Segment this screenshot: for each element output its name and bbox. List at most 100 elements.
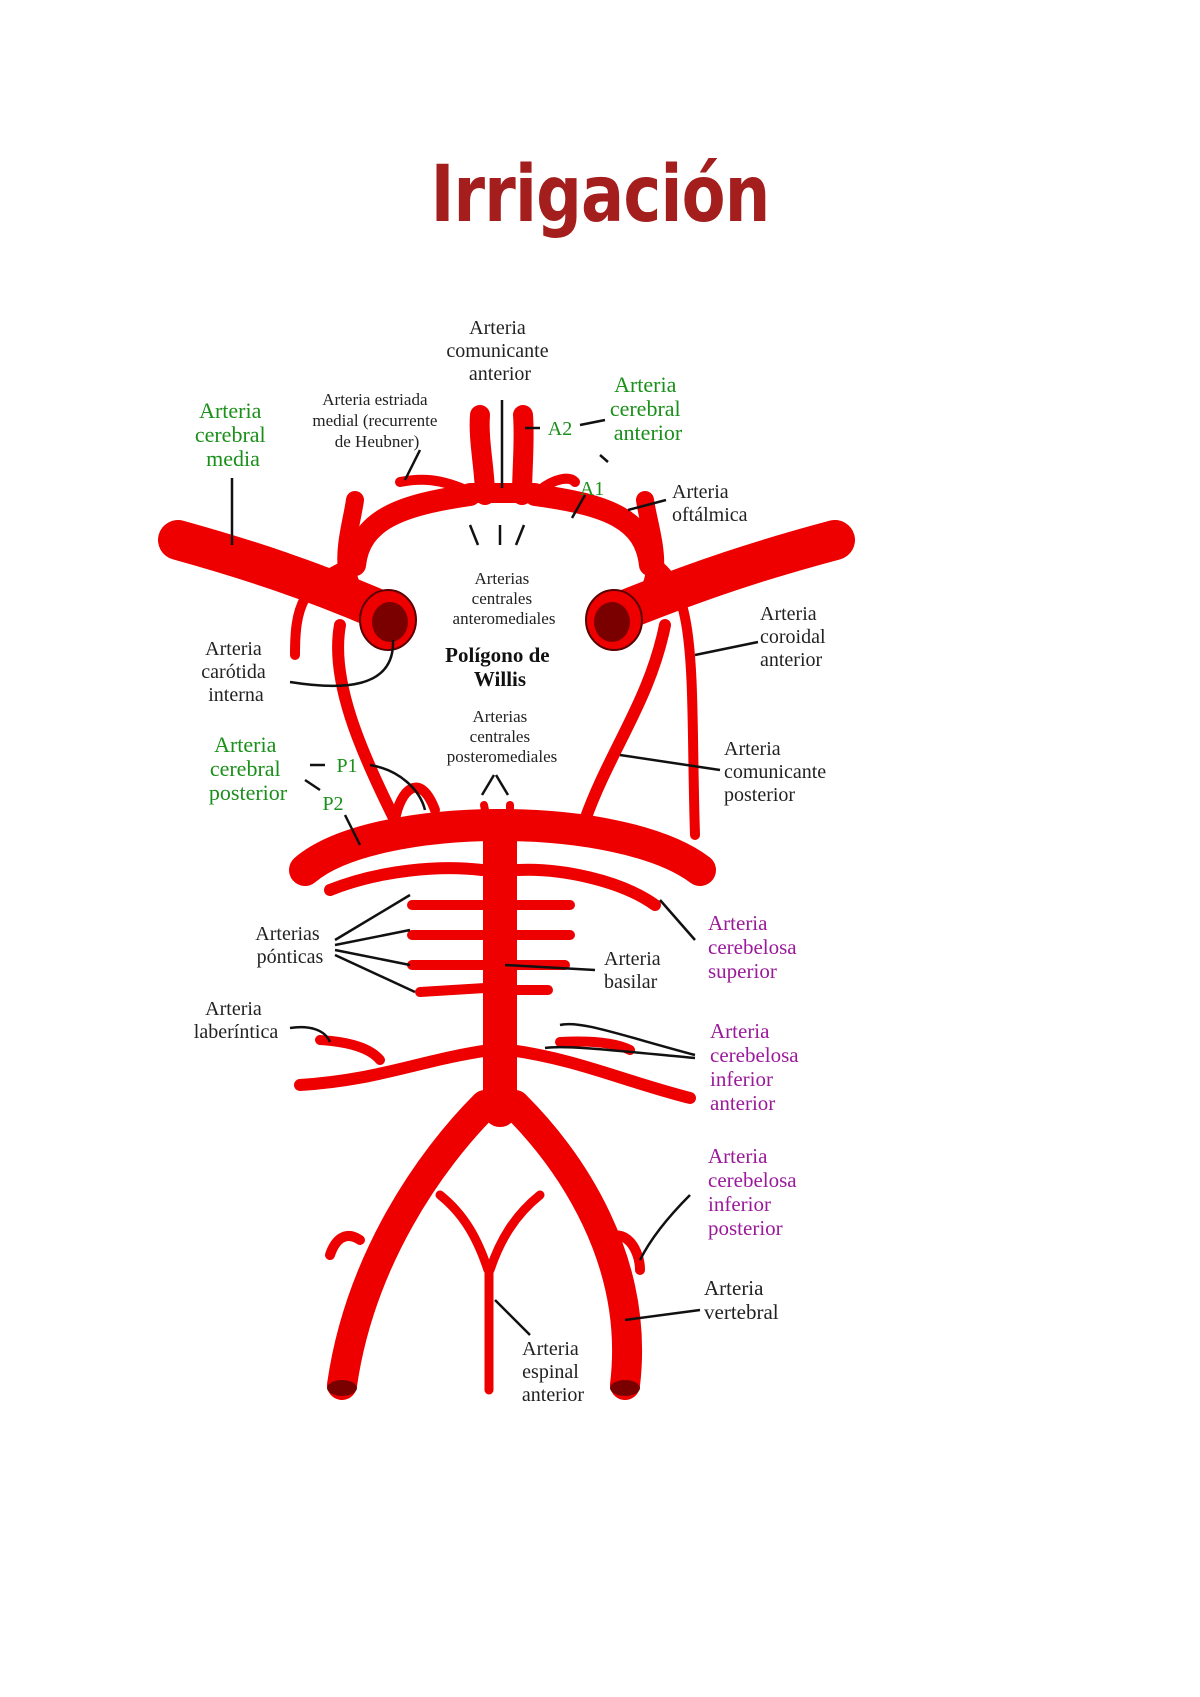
- label-line: Arteria: [708, 1144, 768, 1168]
- label-line: cerebelosa: [708, 935, 797, 959]
- leader-ponticas-2: [334, 928, 411, 947]
- anterior-choroidal-right: [645, 555, 700, 840]
- label-line: Arteria: [205, 998, 262, 1020]
- label-line: centrales: [472, 589, 532, 608]
- label-line: media: [206, 446, 260, 471]
- label-line: Arteria: [760, 603, 817, 625]
- label-line: de Heubner): [335, 432, 420, 451]
- label-coroidal-anterior: Arteria coroidal anterior: [760, 603, 831, 671]
- label-line: inferior: [708, 1192, 771, 1216]
- label-poligono-de-willis: Polígono de Willis: [445, 643, 555, 691]
- p1-branch-left: [390, 782, 440, 825]
- label-basilar: Arteria basilar: [604, 948, 666, 993]
- arteries: [158, 405, 855, 1400]
- leader-antero-1: [468, 524, 480, 546]
- label-line: anterior: [469, 363, 532, 385]
- pica-right: [600, 1230, 645, 1275]
- label-line: Arteria: [199, 398, 262, 423]
- leader-aica: [559, 1022, 696, 1057]
- label-line: interna: [208, 684, 264, 706]
- label-oftalmica: Arteria oftálmica: [672, 481, 748, 526]
- label-espinal-anterior: Arteria espinal anterior: [522, 1338, 585, 1406]
- label-line: cerebral: [610, 396, 681, 421]
- label-a2: A2: [548, 418, 572, 440]
- leader-basilar: [504, 963, 596, 972]
- superior-cerebellar-left: [324, 862, 488, 896]
- label-line: Arterias: [474, 569, 529, 588]
- label-line: comunicante: [724, 761, 826, 783]
- leader-p1-branch: [369, 763, 427, 811]
- label-line: Arterias: [472, 707, 527, 726]
- leader-estriada: [403, 449, 422, 481]
- label-line: Arteria: [469, 317, 526, 339]
- label-a1: A1: [580, 478, 604, 500]
- label-line: vertebral: [704, 1300, 779, 1324]
- label-line: espinal: [522, 1361, 579, 1383]
- vertebral-section-right: [610, 1380, 640, 1396]
- pontine-left-4: [415, 983, 490, 997]
- carotid-section-right-inner: [594, 602, 630, 642]
- label-line: centrales: [470, 727, 530, 746]
- leader-espinal: [494, 1299, 531, 1336]
- label-line: cerebelosa: [710, 1043, 799, 1067]
- leader-antero-3: [514, 524, 526, 546]
- label-vertebral: Arteria vertebral: [704, 1276, 779, 1324]
- label-cerebral-media: Arteria cerebral media: [195, 398, 271, 471]
- label-line: cerebral: [195, 422, 266, 447]
- heubner-artery: [395, 474, 475, 497]
- label-p1: P1: [336, 755, 357, 777]
- superior-cerebellar-right: [512, 863, 661, 911]
- label-line: Polígono de: [445, 643, 549, 667]
- label-line: Arteria: [672, 481, 729, 503]
- anterior-cerebral-a2-left: [469, 405, 495, 505]
- leader-p2: [343, 814, 362, 846]
- label-line: Arteria: [704, 1276, 764, 1300]
- label-line: anteromediales: [453, 609, 556, 628]
- label-line: Arteria: [724, 738, 781, 760]
- label-cerebral-anterior: Arteria cerebral anterior: [610, 372, 686, 445]
- label-centrales-anteromediales: Arterias centrales anteromediales: [453, 569, 556, 628]
- label-line: anterior: [710, 1091, 775, 1115]
- vertebral-right: [500, 1090, 643, 1400]
- label-laberintica: Arteria laberíntica: [194, 998, 279, 1043]
- anterior-cerebral-a1-right: [524, 484, 661, 576]
- label-line: Willis: [474, 667, 526, 691]
- leader-a2-anterior: [579, 418, 606, 427]
- leader-aica-2: [544, 1045, 696, 1060]
- leader-oftalmica: [627, 498, 667, 512]
- aica-left: [294, 1044, 496, 1091]
- label-line: pónticas: [257, 946, 324, 968]
- vertebral-section-left: [327, 1380, 357, 1396]
- leader-ponticas-3: [334, 948, 411, 967]
- page-title: Irrigación: [430, 150, 771, 240]
- label-comunicante-posterior: Arteria comunicante posterior: [724, 738, 831, 806]
- label-line: coroidal: [760, 626, 826, 648]
- label-line: posterior: [209, 780, 288, 805]
- label-line: Arteria: [614, 372, 677, 397]
- anterior-cerebral-a1-left: [344, 484, 481, 576]
- leader-comunicante-posterior: [619, 753, 721, 772]
- label-p2: P2: [322, 793, 343, 815]
- leader-cerebelosa-superior: [659, 899, 696, 941]
- label-line: anterior: [522, 1384, 585, 1406]
- label-line: basilar: [604, 971, 658, 993]
- label-cerebelosa-superior: Arteria cerebelosa superior: [708, 911, 802, 983]
- label-comunicante-anterior: Arteria comunicante anterior: [446, 317, 553, 385]
- anterior-spinal-left-branch: [435, 1190, 493, 1275]
- leader-vertebral: [624, 1308, 701, 1322]
- leader-ponticas-4: [334, 953, 416, 994]
- label-centrales-posteromediales: Arterias centrales posteromediales: [447, 707, 557, 766]
- anterior-choroidal-left: [290, 555, 365, 660]
- label-line: posterior: [708, 1216, 783, 1240]
- posterior-communicating-left: [332, 619, 401, 826]
- label-line: superior: [708, 959, 777, 983]
- label-line: comunicante: [446, 340, 548, 362]
- label-line: inferior: [710, 1067, 773, 1091]
- label-line: posteromediales: [447, 747, 557, 766]
- leader-a1-label: [599, 454, 609, 463]
- label-carotida-interna: Arteria carótida interna: [201, 638, 270, 706]
- labels: Arteria comunicante anterior Arteria est…: [194, 317, 831, 1406]
- label-line: Arteria: [205, 638, 262, 660]
- leader-pica: [638, 1194, 691, 1261]
